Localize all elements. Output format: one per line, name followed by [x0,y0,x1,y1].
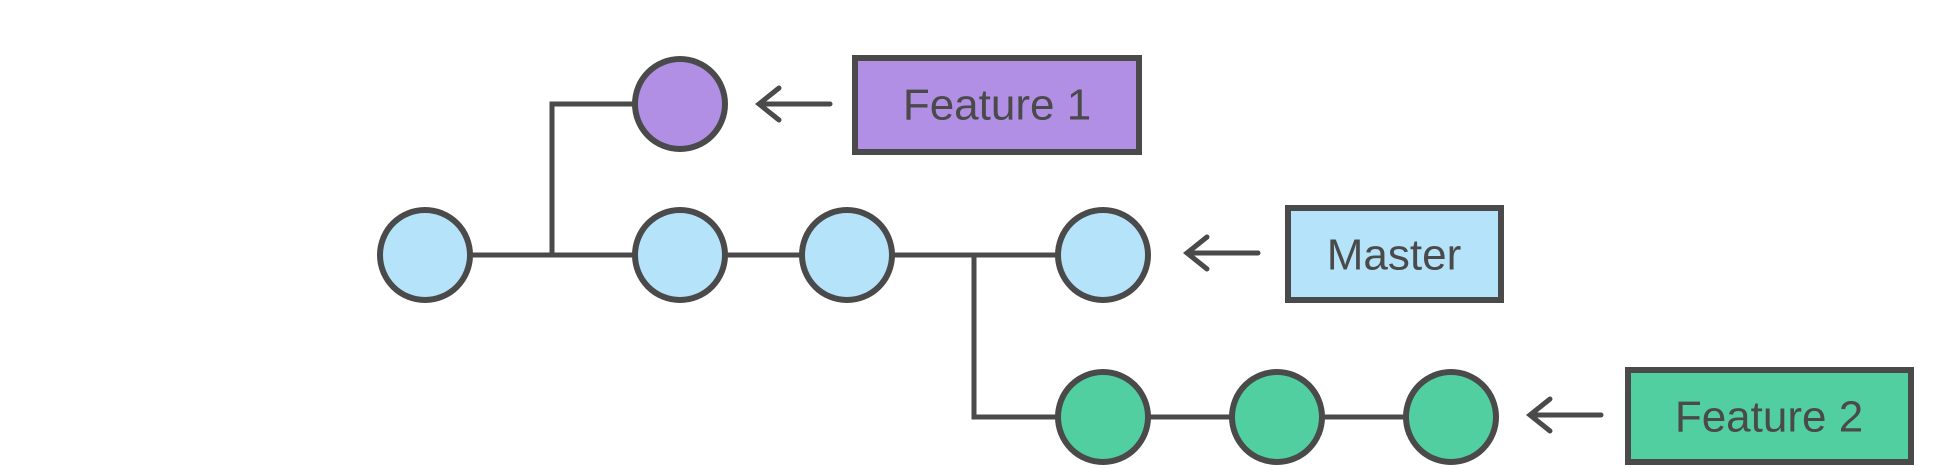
feature2-label-text: Feature 2 [1675,393,1863,442]
feature1-arrow-icon [754,85,833,123]
master-commit-node [1055,207,1151,303]
master-commits [377,207,1151,303]
feature1-label-box [852,55,1142,155]
feature2-label-box [1625,367,1914,465]
master-commit-node [632,207,728,303]
feature1-commits [632,56,728,152]
feature2-commits [1055,369,1499,465]
master-label-box [1285,205,1504,303]
branch-pointers [754,85,1604,434]
master-commit-node [377,207,473,303]
master-label-text: Master [1327,231,1461,280]
master-arrow-icon [1182,234,1261,272]
master-commit-node [799,207,895,303]
feature1-label-text: Feature 1 [903,81,1091,130]
feature1-commit-node [632,56,728,152]
feature2-commit-node [1055,369,1151,465]
feature1-label: Feature 1 [852,55,1142,155]
feature1-branch-line [549,101,636,255]
branch-edges [472,101,1407,420]
feature2-commit-node [1229,369,1325,465]
feature2-label: Feature 2 [1625,367,1914,465]
feature2-branch-line [971,255,1060,420]
master-label: Master [1285,205,1504,303]
feature2-arrow-icon [1525,396,1604,434]
feature2-commit-node [1403,369,1499,465]
